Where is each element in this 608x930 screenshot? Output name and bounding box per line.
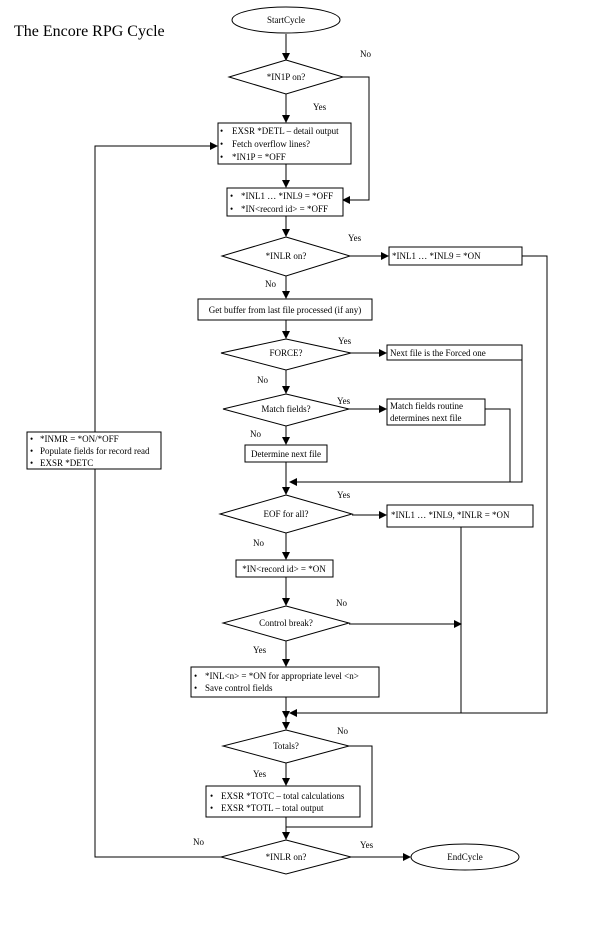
match-next-line-2: determines next file xyxy=(390,413,461,423)
edge-forced-merge xyxy=(289,352,523,486)
reset-line-2: *IN<record id> = *OFF xyxy=(241,204,328,214)
recid-label: *IN<record id> = *ON xyxy=(242,564,326,574)
inmr-line-2: Populate fields for record read xyxy=(40,446,150,456)
edge-in1p-no xyxy=(342,76,370,204)
bullet-icon: • xyxy=(230,204,233,214)
tot-line-2: EXSR *TOTL – total output xyxy=(221,803,324,813)
force-next-label: Next file is the Forced one xyxy=(390,348,486,358)
ctrl-line-2: Save control fields xyxy=(205,683,273,693)
edge-label-totals-yes: Yes xyxy=(253,769,267,779)
edge-label-inlr2-yes: Yes xyxy=(360,840,374,850)
edge-label-match-yes: Yes xyxy=(337,396,351,406)
totals-label: Totals? xyxy=(273,741,299,751)
in1p-label: *IN1P on? xyxy=(267,72,305,82)
end-terminal: EndCycle xyxy=(410,843,520,871)
edge-label-match-no: No xyxy=(250,429,261,439)
ctrl-process-box: • *INL<n> = *ON for appropriate level <n… xyxy=(190,666,380,698)
ctrl-label: Control break? xyxy=(259,618,313,628)
edge-label-eof-no: No xyxy=(253,538,264,548)
bullet-icon: • xyxy=(194,671,197,681)
edge-label-force-no: No xyxy=(257,375,268,385)
detl-line-1: EXSR *DETL – detail output xyxy=(232,126,339,136)
force-decision: FORCE? xyxy=(220,338,352,371)
inmr-process-box: • *INMR = *ON/*OFF • Populate fields for… xyxy=(26,431,162,470)
inlr2-label: *INLR on? xyxy=(266,852,307,862)
edge-label-ctrl-no: No xyxy=(336,598,347,608)
bullet-icon: • xyxy=(210,791,213,801)
bullet-icon: • xyxy=(30,446,33,456)
force-label: FORCE? xyxy=(269,348,302,358)
buffer-label: Get buffer from last file processed (if … xyxy=(209,305,362,315)
start-label: StartCycle xyxy=(267,15,305,25)
edge-label-inlr1-yes: Yes xyxy=(348,233,362,243)
edge-label-in1p-no: No xyxy=(360,49,371,59)
tot-process-box: • EXSR *TOTC – total calculations • EXSR… xyxy=(205,785,361,818)
bullet-icon: • xyxy=(220,126,223,136)
determine-process-box: Determine next file xyxy=(244,444,328,463)
edge-label-eof-yes: Yes xyxy=(337,490,351,500)
detl-line-2: Fetch overflow lines? xyxy=(232,139,310,149)
detl-process-box: • EXSR *DETL – detail output • Fetch ove… xyxy=(217,122,352,165)
inlr2-decision: *INLR on? xyxy=(219,839,353,875)
diagram-title: The Encore RPG Cycle xyxy=(14,23,165,40)
match-decision: Match fields? xyxy=(222,393,350,427)
bullet-icon: • xyxy=(230,191,233,201)
end-label: EndCycle xyxy=(447,852,483,862)
inlr1-decision: *INLR on? xyxy=(220,236,352,277)
match-label: Match fields? xyxy=(261,404,310,414)
bullet-icon: • xyxy=(30,458,33,468)
eof-label: EOF for all? xyxy=(264,509,309,519)
bullet-icon: • xyxy=(194,683,197,693)
edge-label-inlr2-no: No xyxy=(193,837,204,847)
eof-set-label: *INL1 … *INL9, *INLR = *ON xyxy=(391,510,510,520)
bullet-icon: • xyxy=(210,803,213,813)
edge-label-in1p-yes: Yes xyxy=(313,102,327,112)
edge-label-ctrl-yes: Yes xyxy=(253,645,267,655)
edge-matchnext-merge xyxy=(485,408,511,482)
ctrl-line-1: *INL<n> = *ON for appropriate level <n> xyxy=(205,671,359,681)
edge-labels: No Yes Yes No Yes No Yes No Yes No No Ye… xyxy=(193,49,374,850)
edge-inlrset-merge xyxy=(461,255,548,714)
inlr1-set-box: *INL1 … *INL9 = *ON xyxy=(388,246,523,266)
bullet-icon: • xyxy=(220,152,223,162)
ctrl-decision: Control break? xyxy=(221,605,351,642)
bullet-icon: • xyxy=(220,139,223,149)
inmr-line-3: EXSR *DETC xyxy=(40,458,93,468)
start-terminal: StartCycle xyxy=(231,6,341,34)
force-next-box: Next file is the Forced one xyxy=(386,344,523,361)
edge-label-totals-no: No xyxy=(337,726,348,736)
totals-decision: Totals? xyxy=(221,729,351,764)
tot-line-1: EXSR *TOTC – total calculations xyxy=(221,791,345,801)
reset-line-1: *INL1 … *INL9 = *OFF xyxy=(241,191,333,201)
eof-set-box: *INL1 … *INL9, *INLR = *ON xyxy=(386,504,534,528)
match-next-line-1: Match fields routine xyxy=(390,401,463,411)
edge-inlr2-no-loop xyxy=(94,142,221,858)
edges xyxy=(94,34,548,861)
eof-decision: EOF for all? xyxy=(218,494,354,534)
bullet-icon: • xyxy=(30,434,33,444)
inlr1-label: *INLR on? xyxy=(266,251,307,261)
edge-label-force-yes: Yes xyxy=(338,336,352,346)
detl-line-3: *IN1P = *OFF xyxy=(232,152,286,162)
in1p-decision: *IN1P on? xyxy=(227,59,345,95)
inmr-line-1: *INMR = *ON/*OFF xyxy=(40,434,119,444)
match-next-box: Match fields routine determines next fil… xyxy=(386,398,486,426)
buffer-process-box: Get buffer from last file processed (if … xyxy=(197,298,373,321)
edge-totals-no xyxy=(286,745,373,828)
inlr1-set-label: *INL1 … *INL9 = *ON xyxy=(392,251,481,261)
edge-label-inlr1-no: No xyxy=(265,279,276,289)
reset-process-box: • *INL1 … *INL9 = *OFF • *IN<record id> … xyxy=(226,187,344,217)
determine-label: Determine next file xyxy=(251,449,321,459)
recid-process-box: *IN<record id> = *ON xyxy=(235,559,334,578)
